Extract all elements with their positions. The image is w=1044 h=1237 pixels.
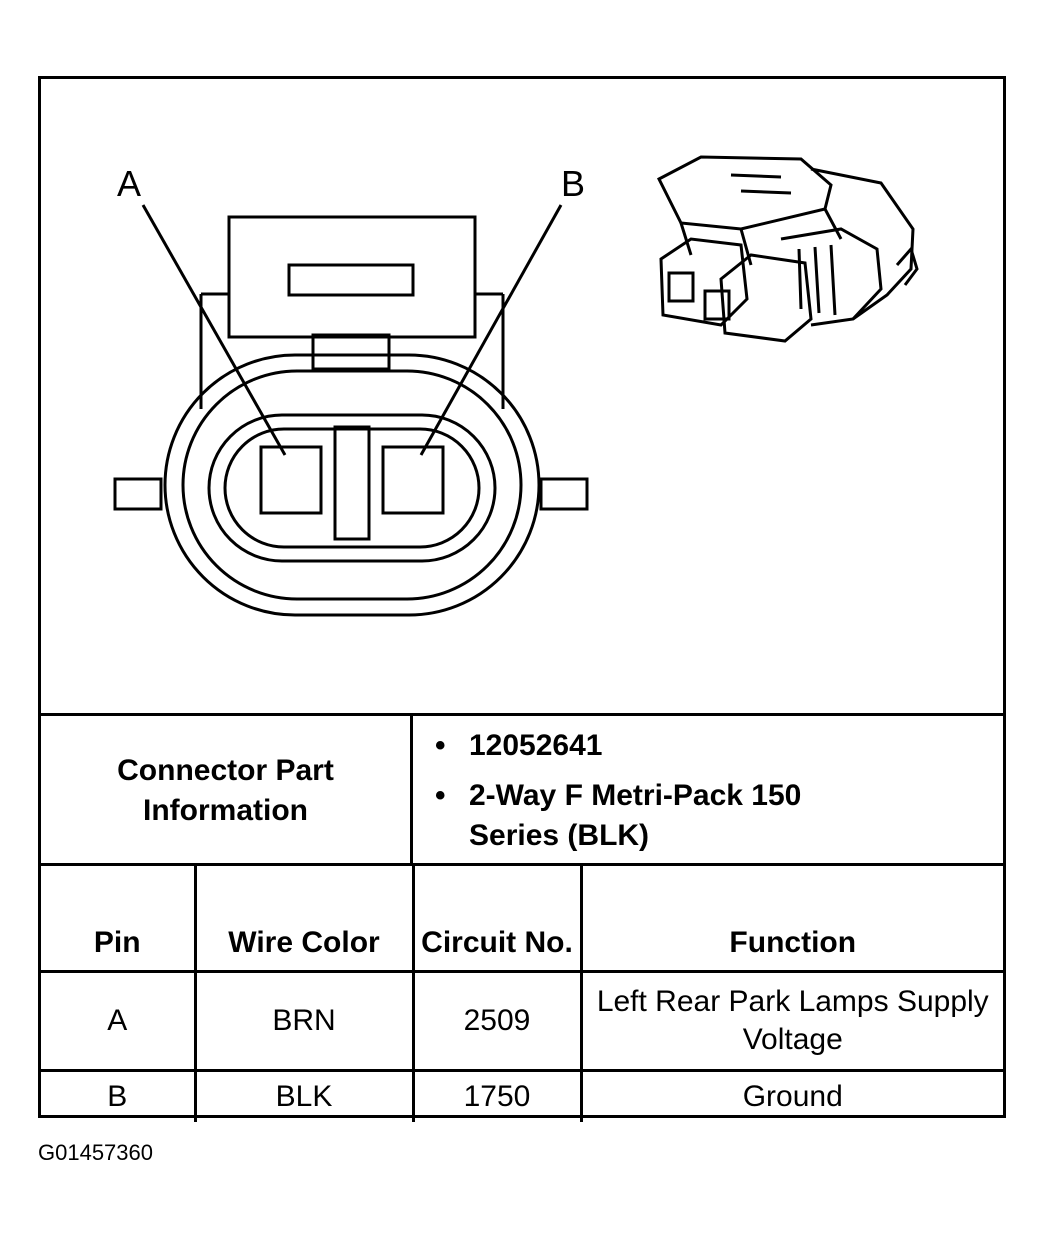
bullet-icon: • — [435, 779, 446, 812]
header-pin: Pin — [41, 863, 197, 973]
terminal-a — [259, 445, 323, 515]
pin-b-leader-line — [419, 204, 563, 456]
connector-part-number-item: • 12052641 — [435, 726, 889, 766]
pin-a-leader-line — [141, 204, 287, 456]
connector-latch-housing — [227, 215, 477, 339]
connector-right-ear — [539, 477, 589, 511]
circuit-cell: 1750 — [411, 1069, 583, 1122]
connector-info-details-cell: • 12052641 • 2-Way F Metri-Pack 150 Seri… — [413, 716, 1003, 866]
connector-info-heading: Connector Part Information — [117, 754, 334, 827]
connector-shoulders — [199, 292, 505, 409]
connector-info-section: Connector Part Information • 12052641 • … — [41, 713, 1003, 866]
function-cell: Ground — [579, 1069, 1003, 1122]
connector-inner-wall — [207, 413, 497, 563]
connector-latch-tab — [311, 333, 391, 371]
circuit-cell: 2509 — [411, 970, 583, 1072]
bullet-icon: • — [435, 729, 446, 762]
connector-isometric-view — [657, 155, 919, 343]
connector-part-number: 12052641 — [469, 729, 603, 762]
connector-type: 2-Way F Metri-Pack 150 Series (BLK) — [469, 779, 802, 852]
wire-color-cell: BLK — [193, 1069, 415, 1122]
pin-table: Pin Wire Color Circuit No. Function A BR… — [41, 863, 1003, 1122]
table-row: B BLK 1750 Ground — [41, 1069, 1003, 1122]
connector-left-ear — [113, 477, 163, 511]
connector-face-drawing — [113, 155, 919, 617]
connector-info-heading-cell: Connector Part Information — [41, 716, 413, 866]
connector-center-rib — [333, 425, 371, 541]
table-row: A BRN 2509 Left Rear Park Lamps Supply V… — [41, 970, 1003, 1072]
pin-b-callout: B — [561, 163, 586, 204]
function-cell: Left Rear Park Lamps Supply Voltage — [579, 970, 1003, 1072]
figure-id: G01457360 — [38, 1140, 153, 1165]
header-wire-color: Wire Color — [193, 863, 415, 973]
connector-type-item: • 2-Way F Metri-Pack 150 Series (BLK) — [435, 776, 829, 856]
pin-cell: B — [41, 1069, 197, 1122]
connector-outer-seal — [163, 353, 541, 617]
connector-seal-ring — [181, 369, 523, 601]
pin-cell: A — [41, 970, 197, 1072]
header-circuit-no: Circuit No. — [411, 863, 583, 973]
wire-color-cell: BRN — [193, 970, 415, 1072]
terminal-b — [381, 445, 445, 515]
pin-table-header-row: Pin Wire Color Circuit No. Function — [41, 863, 1003, 973]
connector-latch-window — [287, 263, 415, 297]
connector-figure-frame: A B Connector Part Information • 1205264… — [38, 76, 1006, 1122]
pin-a-callout: A — [117, 163, 142, 204]
header-function: Function — [579, 863, 1003, 973]
connector-cavity — [223, 427, 481, 549]
connector-diagram: A B — [41, 79, 1003, 713]
